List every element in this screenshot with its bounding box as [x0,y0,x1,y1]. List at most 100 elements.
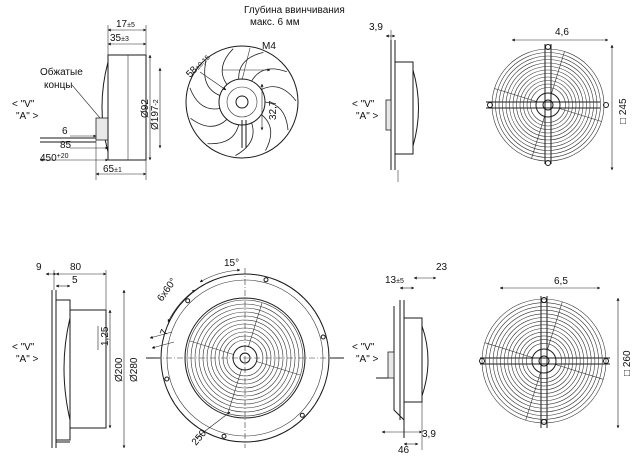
impeller-blade [264,101,289,131]
dim-6: 6 [62,126,68,137]
top-left-side-view [39,25,162,180]
flange-hole [320,334,326,340]
dim-7: 7 [158,328,170,337]
grille-ring [190,303,300,413]
impeller-blade [204,61,221,96]
dim-250: 250 [190,428,209,448]
dim-3-9-bottom: 3,9 [422,429,436,440]
impeller-blade [190,117,228,127]
dim-23: 23 [436,262,448,273]
grille-ring [503,320,585,402]
hub-center [235,95,249,109]
motor-hub [531,348,557,374]
grille-ring [218,331,272,385]
grille-ring [491,48,605,162]
mount-hole [545,44,551,50]
top-right-grille [486,38,614,171]
grille-ring [525,342,562,379]
grille-ring [210,323,280,393]
grille-ring [498,55,598,155]
dim-6-5: 6,5 [554,276,568,287]
mount-hole [487,102,493,108]
flange-hole [185,298,191,304]
note-depth-2: макс. 6 мм [250,17,300,28]
grille-ring [530,87,566,123]
dim-58: 58±0,15 [184,52,212,80]
grille-ring [514,331,574,391]
motor-side-br [403,317,423,403]
grille-spoke [531,116,545,159]
dim-197: Ø197-2 [150,99,161,130]
dim-6x60: 6x60° [155,276,179,303]
grille-spoke [525,372,541,421]
dim-46: 46 [398,445,410,456]
flange-hole [263,277,269,283]
grille-ring [226,339,264,377]
dim-3-9-top: 3,9 [369,22,383,33]
view-a-label: "A" > [16,111,39,122]
grille-ring [214,327,276,389]
mount-hole [541,419,547,425]
grille-spoke [248,302,263,347]
grille-ring [202,315,288,401]
top-right-side-view [385,30,419,182]
grille-spoke [189,340,234,355]
grille-ring [489,306,599,416]
flange-hole [221,433,227,439]
dim-9: 9 [36,262,42,273]
impeller-blade [251,68,287,82]
grille-ring [500,317,588,405]
dim-15-deg: 15° [224,258,239,269]
mount-hole [545,160,551,166]
view-v-label-2: < "V" [352,99,375,110]
grille-spoke [547,301,563,350]
impeller-blade [207,124,240,145]
mount-hole [541,297,547,303]
grille-ring [526,83,570,127]
grille-spoke [555,364,604,380]
grille-spoke [559,108,602,122]
view-v-label-3: < "V" [12,342,35,353]
grille-ring [512,69,584,141]
grille-ring [518,335,570,387]
view-a-label-3: "A" > [16,354,39,365]
grille-ring [206,319,284,397]
dim-13: 13±5 [385,275,404,286]
bottom-left-side-view [45,270,126,449]
impeller-blade [235,122,254,156]
grille-ring [507,324,581,398]
grille-ring [492,309,596,413]
dim-m4: M4 [262,41,276,52]
impeller-blade [189,87,220,110]
impeller-blade [261,114,272,151]
grille-ring [194,307,296,409]
grille-spoke [494,88,537,102]
dim-80: 80 [70,262,82,273]
dim-450: 450+20 [40,153,69,164]
motor-hub [535,92,561,118]
grille-ring [496,313,592,409]
dim-92: Ø92 [140,99,151,118]
flange-hole [164,376,170,382]
dim-35: 35±3 [110,33,129,44]
view-v-label-4: < "V" [352,342,375,353]
dim-280: Ø280 [129,357,140,382]
note-crimped-1: Обжатые [40,66,83,78]
view-a-label-2: "A" > [356,111,379,122]
grille-ring [481,298,607,424]
impeller-blade [261,86,297,102]
grille-ring [198,311,292,405]
dim-1-25: 1,25 [100,326,111,346]
note-depth-1: Глубина ввинчивания [244,4,345,16]
grille-spoke [256,361,301,376]
dim-17: 17±5 [116,19,135,30]
motor-body-bl [69,309,107,429]
leader-depth [241,47,251,81]
mount-hole [603,102,609,108]
dim-4-6: 4,6 [555,27,569,38]
note-crimped-2: концы [44,80,73,91]
hub-outer [218,78,266,126]
view-a-label-4: "A" > [356,354,379,365]
grille-spoke [227,369,242,414]
